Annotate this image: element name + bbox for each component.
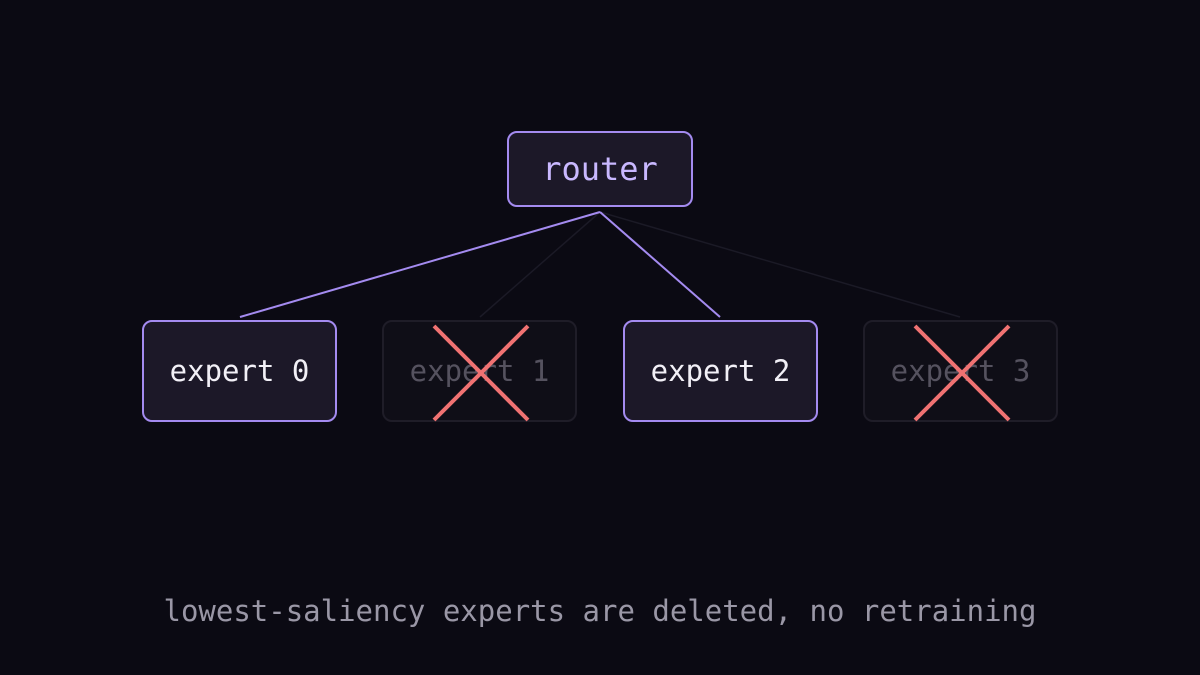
router-node: router [507, 131, 693, 207]
deleted-cross-icon [432, 324, 530, 422]
edge-router-expert-3 [599, 211, 961, 318]
diagram-caption: lowest-saliency experts are deleted, no … [163, 594, 1037, 628]
deleted-cross-icon [913, 324, 1011, 422]
expert-label: expert 2 [650, 354, 791, 388]
expert-node-2: expert 2 [623, 320, 818, 422]
expert-label: expert 0 [169, 354, 310, 388]
expert-node-3: expert 3 [863, 320, 1058, 422]
edge-router-expert-0 [239, 211, 601, 318]
edge-router-expert-2 [599, 211, 721, 318]
expert-node-0: expert 0 [142, 320, 337, 422]
router-label: router [542, 150, 658, 188]
expert-node-1: expert 1 [382, 320, 577, 422]
edge-router-expert-1 [479, 211, 601, 318]
